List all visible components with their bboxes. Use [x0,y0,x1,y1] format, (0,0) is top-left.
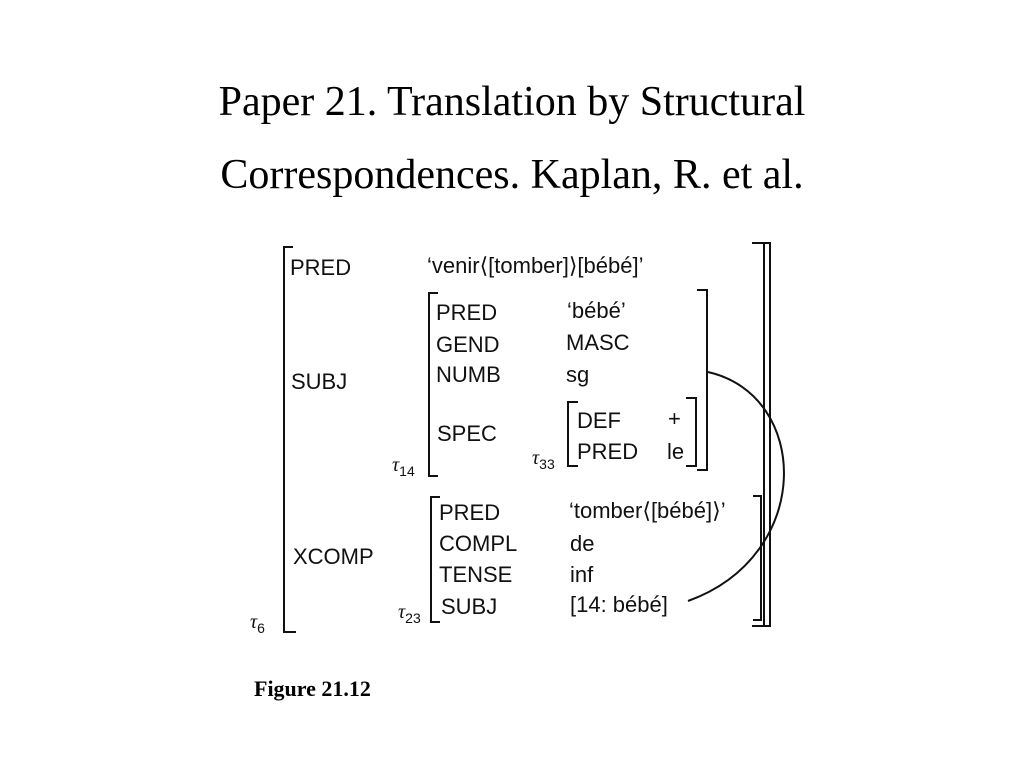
structure-sharing-arc [687,371,785,602]
slide-title: Paper 21. Translation by Structural Corr… [0,66,1024,212]
tau-23-label: τ23 [398,601,421,626]
xcomp-tense-value: inf [570,562,594,587]
spec-def-attr: DEF [577,408,621,433]
spec-left-bracket [567,401,578,467]
outer-pred-attr: PRED [290,255,352,280]
outer-xcomp-attr: XCOMP [293,544,374,569]
subj-left-bracket [428,292,438,477]
spec-def-value: + [668,406,681,431]
xcomp-right-bracket [753,495,762,621]
spec-pred-value: le [667,439,685,464]
outer-right-bracket-inner [758,242,771,627]
xcomp-pred-value: ‘tomber⟨[bébé]⟩’ [569,498,726,523]
subj-right-bracket [697,289,708,471]
xcomp-compl-value: de [570,531,595,556]
xcomp-subj-attr: SUBJ [441,594,498,619]
subj-spec-attr: SPEC [437,421,497,446]
subj-gend-value: MASC [566,330,630,355]
spec-right-bracket [686,397,697,467]
subj-pred-value: ‘bébé’ [567,298,626,323]
spec-pred-attr: PRED [577,439,639,464]
subj-pred-attr: PRED [436,300,498,325]
figure-caption: Figure 21.12 [254,676,371,701]
title-line-1: Paper 21. Translation by Structural [218,79,806,125]
xcomp-subj-value: [14: bébé] [570,592,668,617]
tau-33-label: τ33 [532,447,555,472]
tau-14-label: τ14 [392,454,415,479]
subj-gend-attr: GEND [436,332,500,357]
title-line-2: Correspondences. Kaplan, R. et al. [220,152,804,198]
outer-subj-attr: SUBJ [291,369,348,394]
tau-6-label: τ6 [250,611,265,636]
subj-numb-attr: NUMB [436,362,501,387]
xcomp-tense-attr: TENSE [439,562,513,587]
xcomp-compl-attr: COMPL [439,531,518,556]
xcomp-pred-attr: PRED [439,500,501,525]
outer-right-bracket [752,242,765,627]
outer-left-bracket [283,246,296,633]
outer-pred-value: ‘venir⟨[tomber]⟩[bébé]’ [427,253,644,278]
xcomp-left-bracket [430,496,440,623]
subj-numb-value: sg [566,362,590,387]
